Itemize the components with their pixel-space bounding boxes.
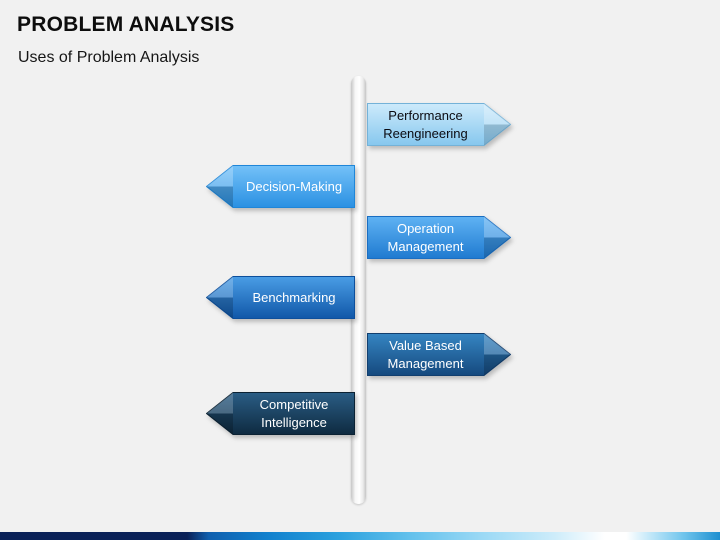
arrow-label: Decision-Making bbox=[245, 178, 343, 194]
arrow-label: Value Based Management bbox=[387, 337, 464, 371]
arrow-label: Competitive Intelligence bbox=[259, 396, 329, 430]
arrow-value-based-management: Value Based Management bbox=[367, 333, 511, 376]
right-arrow-shape-icon bbox=[367, 216, 511, 259]
arrow-label: Performance Reengineering bbox=[383, 107, 468, 141]
page-title: PROBLEM ANALYSIS bbox=[17, 13, 235, 36]
arrow-label: Benchmarking bbox=[252, 289, 336, 305]
arrow-operation-management: Operation Management bbox=[367, 216, 511, 259]
page-subtitle: Uses of Problem Analysis bbox=[18, 49, 200, 66]
right-arrow-shape-icon bbox=[367, 333, 511, 376]
left-arrow-shape-icon bbox=[206, 165, 355, 208]
arrow-label: Operation Management bbox=[387, 220, 464, 254]
footer-gradient-bar bbox=[0, 532, 720, 540]
arrow-decision-making: Decision-Making bbox=[206, 165, 355, 208]
left-arrow-shape-icon bbox=[206, 276, 355, 319]
right-arrow-shape-icon bbox=[367, 103, 511, 146]
left-arrow-shape-icon bbox=[206, 392, 355, 435]
arrow-competitive-intelligence: Competitive Intelligence bbox=[206, 392, 355, 435]
arrow-performance-reengineering: Performance Reengineering bbox=[367, 103, 511, 146]
arrow-benchmarking: Benchmarking bbox=[206, 276, 355, 319]
